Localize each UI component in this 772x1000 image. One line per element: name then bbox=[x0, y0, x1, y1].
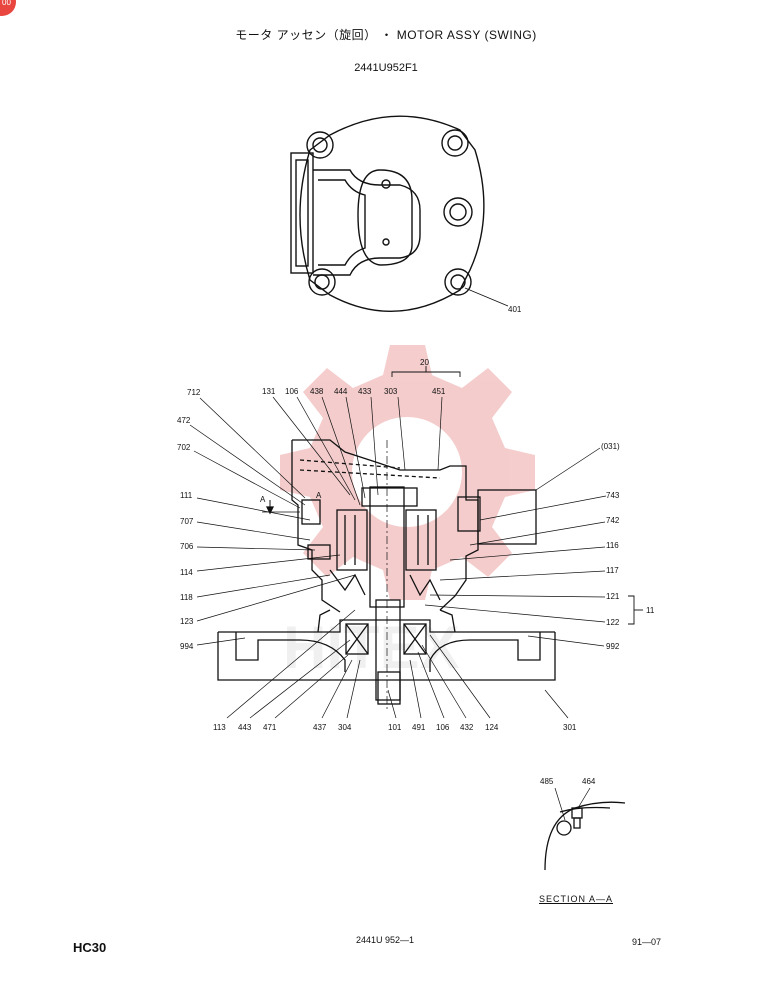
label-712: 712 bbox=[187, 388, 201, 397]
watermark: HITEX bbox=[280, 345, 535, 681]
label-section-a-right: A bbox=[316, 491, 322, 500]
label-438: 438 bbox=[310, 387, 324, 396]
label-401: 401 bbox=[508, 305, 522, 314]
diagram-title: モータ アッセン（旋回） ・ MOTOR ASSY (SWING) bbox=[235, 28, 537, 42]
label-124: 124 bbox=[485, 723, 499, 732]
label-702: 702 bbox=[177, 443, 191, 452]
label-443: 443 bbox=[238, 723, 252, 732]
label-116: 116 bbox=[606, 541, 619, 550]
label-11: 11 bbox=[646, 606, 655, 615]
label-20: 20 bbox=[420, 358, 429, 367]
label-444: 444 bbox=[334, 387, 348, 396]
leader-lines bbox=[189, 396, 607, 719]
label-437: 437 bbox=[313, 723, 327, 732]
main-labels: 712 131 106 438 444 433 20 303 451 472 7… bbox=[177, 358, 655, 732]
bolt-top-right bbox=[441, 129, 469, 157]
bolt-top-left bbox=[306, 131, 334, 159]
label-451: 451 bbox=[432, 387, 446, 396]
label-106-bottom: 106 bbox=[436, 723, 450, 732]
label-471: 471 bbox=[263, 723, 277, 732]
label-994: 994 bbox=[180, 642, 194, 651]
label-121: 121 bbox=[606, 592, 620, 601]
label-743: 743 bbox=[606, 491, 620, 500]
label-706: 706 bbox=[180, 542, 194, 551]
label-section-a-left: A bbox=[260, 495, 266, 504]
label-304: 304 bbox=[338, 723, 352, 732]
label-113: 113 bbox=[213, 723, 226, 732]
model-code: HC30 bbox=[73, 940, 107, 955]
label-485: 485 bbox=[540, 777, 554, 786]
label-114: 114 bbox=[180, 568, 193, 577]
label-742: 742 bbox=[606, 516, 620, 525]
bolt-bottom-left bbox=[308, 268, 336, 296]
watermark-text: HITEX bbox=[283, 614, 460, 681]
label-118: 118 bbox=[180, 593, 193, 602]
label-303: 303 bbox=[384, 387, 398, 396]
label-117: 117 bbox=[606, 566, 619, 575]
section-a-a-view bbox=[544, 787, 626, 871]
label-433: 433 bbox=[358, 387, 372, 396]
label-432: 432 bbox=[460, 723, 474, 732]
label-707: 707 bbox=[180, 517, 194, 526]
label-464: 464 bbox=[582, 777, 596, 786]
drawing-number: 2441U952F1 bbox=[354, 62, 418, 74]
label-123: 123 bbox=[180, 617, 194, 626]
label-131: 131 bbox=[262, 387, 276, 396]
label-491: 491 bbox=[412, 723, 426, 732]
label-106-top: 106 bbox=[285, 387, 299, 396]
page-reference: 2441U 952—1 bbox=[356, 935, 415, 945]
label-101: 101 bbox=[388, 723, 402, 732]
label-031: (031) bbox=[601, 442, 620, 451]
label-992: 992 bbox=[606, 642, 620, 651]
label-472: 472 bbox=[177, 416, 191, 425]
bolt-right bbox=[443, 197, 473, 227]
label-122: 122 bbox=[606, 618, 620, 627]
bolt-bottom-right bbox=[444, 268, 472, 296]
label-301: 301 bbox=[563, 723, 577, 732]
top-view bbox=[290, 115, 509, 312]
section-a-a-label: SECTION A—A bbox=[539, 894, 614, 904]
label-111: 111 bbox=[180, 491, 193, 500]
revision-date: 91—07 bbox=[632, 937, 662, 947]
corner-badge-text: 00 bbox=[2, 0, 11, 7]
